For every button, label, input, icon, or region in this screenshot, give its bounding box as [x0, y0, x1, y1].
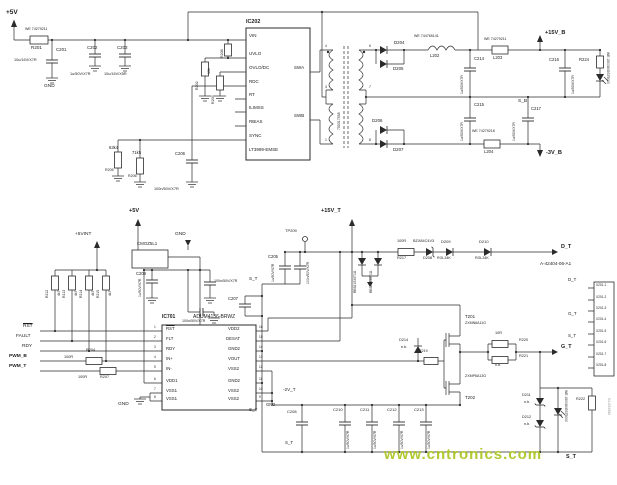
plus5v-bottom-arrow-icon [135, 219, 141, 226]
d209-diode-icon [445, 247, 454, 257]
d214-zener-icon [413, 345, 423, 354]
diode-symbols [357, 45, 605, 429]
d211-zener-icon [534, 397, 546, 407]
gt-arrow-icon [552, 349, 558, 355]
cm-choke-body [131, 249, 169, 269]
plus15vb-arrow-icon [537, 35, 543, 42]
net-arrows [11, 19, 558, 355]
plus5vint-arrow-icon [94, 241, 100, 248]
ic701-body [161, 324, 257, 411]
gate-driver-wires [40, 226, 594, 453]
rb521-diode-icon [373, 257, 383, 266]
top-supply-wires [13, 11, 609, 182]
d204-diode-icon [379, 45, 388, 55]
d205-diode-icon [379, 59, 388, 69]
ic202-body [245, 27, 311, 161]
minus3vb-arrow-icon [537, 150, 543, 157]
st-mini-arrow-icon [367, 282, 373, 287]
rb521-diode-icon [357, 257, 367, 266]
led-b-icon [595, 73, 605, 82]
d212-zener-icon [534, 419, 546, 429]
bead-l201-body [29, 35, 49, 45]
junction-dots [50, 10, 602, 454]
plus15vt-arrow-icon [349, 219, 355, 226]
component-bodies [29, 27, 615, 411]
d208-zener-icon [425, 246, 435, 258]
dt-arrow-icon [552, 249, 558, 255]
led-t-icon [553, 407, 563, 416]
plus5v-arrow-icon [11, 19, 17, 27]
capacitor-plates [45, 53, 572, 426]
d207-diode-icon [379, 139, 388, 149]
d206-diode-icon [379, 125, 388, 135]
transformer-symbol [326, 46, 366, 148]
gnd-arrow-icon [185, 240, 191, 246]
testpoint-tp209 [302, 236, 308, 242]
d210-diode-icon [483, 247, 492, 257]
connector-x201-body [593, 281, 615, 377]
